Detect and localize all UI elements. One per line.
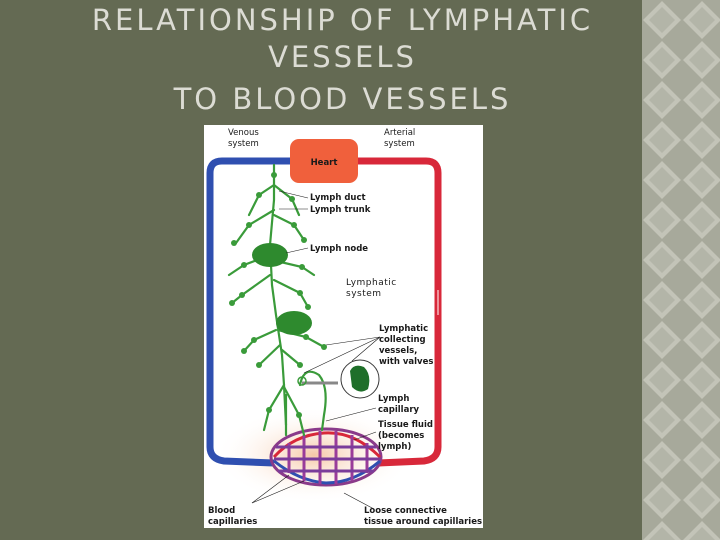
lymph-node-label: Lymph node [310,244,368,254]
loose-connective-label-1: Loose connective [364,506,447,516]
lymphatic-blood-diagram: Heart [204,125,483,528]
collecting-label-4: with valves [379,357,433,367]
venous-label-1: Venous [228,128,259,138]
heart [290,139,358,183]
venous-label-2: system [228,139,259,149]
blood-capillaries-label-1: Blood [208,506,235,516]
lymph-node-lower [276,311,312,335]
slide-title-line-3: TO BLOOD VESSELS [173,82,512,116]
slide-title-line-1: RELATIONSHIP OF LYMPHATIC [91,3,594,37]
valve-origin [297,376,307,386]
slide-title-line-2: VESSELS [268,40,417,74]
tissue-fluid-label-2: (becomes [378,431,424,441]
blood-capillary-network [269,427,383,487]
lymph-trunk-label: Lymph trunk [310,205,371,215]
blood-capillaries-label-2: capillaries [208,517,257,527]
lymph-beads [229,172,327,418]
lymph-node-upper [252,243,288,267]
lymph-duct-label: Lymph duct [310,193,366,203]
lymph-capillary-label-1: Lymph [378,394,409,404]
heart-label: Heart [311,158,338,168]
valve-icon [350,365,370,392]
collecting-label-2: collecting [379,335,426,345]
lymph-capillary-label-2: capillary [378,405,420,415]
loose-connective-label-2: tissue around capillaries [364,517,482,527]
leader-lines [251,190,381,510]
collecting-label-1: Lymphatic [379,324,428,334]
lymphatic-system-label-2: system [346,289,382,299]
tissue-fluid-label-1: Tissue fluid [378,420,433,430]
tissue-fluid-label-3: lymph) [378,442,411,452]
arterial-label-2: system [384,139,415,149]
lymphatic-system-label-1: Lymphatic [346,278,397,288]
arterial-label-1: Arterial [384,128,415,138]
collecting-label-3: vessels, [379,346,417,356]
venous-vessel [206,157,299,467]
decorative-diamond-strip [642,0,720,540]
